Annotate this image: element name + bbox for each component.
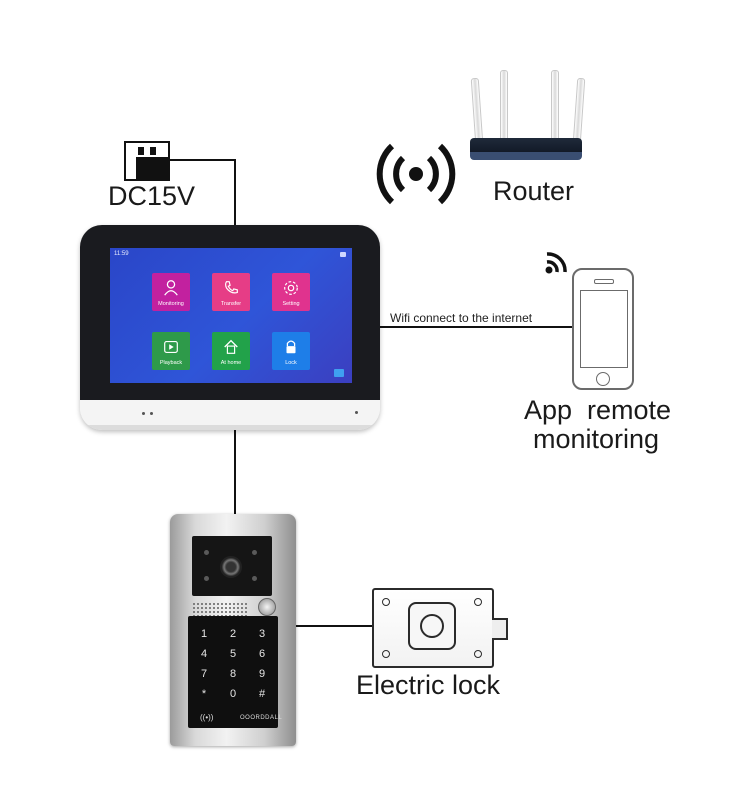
lock-label: Electric lock bbox=[356, 670, 501, 700]
router-antenna bbox=[572, 77, 586, 145]
wifi-link-label: Wifi connect to the internet bbox=[390, 311, 533, 325]
tile-playback[interactable]: Playback bbox=[152, 332, 190, 370]
keypad-key[interactable]: 7 bbox=[200, 668, 208, 680]
monitor-clock: 11:59 bbox=[114, 251, 129, 257]
keypad-key[interactable]: 9 bbox=[258, 668, 266, 680]
monitor-led bbox=[355, 411, 358, 414]
power-wire-horizontal bbox=[166, 159, 236, 161]
power-plug-icon bbox=[124, 141, 170, 181]
tile-label: Playback bbox=[159, 360, 183, 366]
home-icon bbox=[224, 339, 238, 354]
tile-monitoring[interactable]: Monitoring bbox=[152, 273, 190, 311]
keypad-key[interactable]: 6 bbox=[258, 648, 266, 660]
router-antenna bbox=[500, 70, 508, 144]
monitor-screen: 11:59 Monitoring Transfer Setting Playba… bbox=[110, 248, 352, 383]
keypad-key[interactable]: 0 bbox=[229, 688, 237, 700]
tile-label: At home bbox=[220, 360, 242, 366]
call-button[interactable] bbox=[258, 598, 276, 616]
tile-label: Monitoring bbox=[158, 301, 184, 307]
wifi-broadcast-icon bbox=[376, 143, 456, 205]
tile-label: Setting bbox=[282, 301, 300, 307]
smartphone-icon bbox=[572, 268, 634, 390]
gear-icon bbox=[284, 281, 298, 295]
speaker-grill bbox=[192, 602, 248, 616]
indoor-monitor: 11:59 Monitoring Transfer Setting Playba… bbox=[80, 225, 380, 430]
lock-icon bbox=[286, 340, 296, 354]
keypad-key[interactable]: 2 bbox=[229, 628, 237, 640]
keypad-key[interactable]: 3 bbox=[258, 628, 266, 640]
keypad-key[interactable]: 5 bbox=[229, 648, 237, 660]
router-label: Router bbox=[493, 176, 575, 206]
keypad-key[interactable]: * bbox=[201, 688, 207, 700]
rfid-icon: ((•)) bbox=[200, 713, 214, 722]
power-label: DC15V bbox=[108, 181, 196, 211]
wifi-link-line bbox=[380, 326, 574, 328]
tile-at-home[interactable]: At home bbox=[212, 332, 250, 370]
door-station-wire bbox=[234, 430, 236, 516]
tile-label: Lock bbox=[285, 360, 297, 366]
keypad-key[interactable]: 1 bbox=[200, 628, 208, 640]
power-wire-vertical bbox=[234, 159, 236, 226]
tile-setting[interactable]: Setting bbox=[272, 273, 310, 311]
keypad-key[interactable]: 4 bbox=[200, 648, 208, 660]
app-label-line1: App remote bbox=[524, 395, 672, 425]
status-icon bbox=[340, 252, 346, 257]
router-antenna bbox=[470, 77, 484, 145]
camera-lens bbox=[220, 556, 242, 578]
router-antenna bbox=[551, 70, 559, 144]
person-icon bbox=[164, 280, 178, 296]
wifi-signal-icon bbox=[545, 252, 567, 274]
tile-label: Transfer bbox=[220, 301, 242, 307]
outdoor-door-station: 1 2 3 4 5 6 7 8 9 * 0 # ((•)) OOORDDALL bbox=[170, 514, 296, 746]
app-label-line2: monitoring bbox=[533, 424, 660, 454]
play-icon bbox=[164, 341, 178, 353]
monitor-indicator-dots bbox=[142, 402, 158, 415]
keypad-key[interactable]: # bbox=[258, 688, 266, 700]
tile-transfer[interactable]: Transfer bbox=[212, 273, 250, 311]
electric-lock-icon bbox=[372, 588, 508, 668]
camera-module bbox=[192, 536, 272, 596]
phone-icon bbox=[225, 281, 238, 294]
keypad-key[interactable]: 8 bbox=[229, 668, 237, 680]
lock-wire bbox=[296, 625, 374, 627]
brand-logo: OOORDDALL bbox=[240, 715, 283, 721]
message-icon[interactable] bbox=[334, 369, 344, 377]
keypad: 1 2 3 4 5 6 7 8 9 * 0 # ((•)) OOORDDALL bbox=[188, 616, 282, 728]
tile-lock[interactable]: Lock bbox=[272, 332, 310, 370]
router-front-panel bbox=[470, 152, 582, 160]
